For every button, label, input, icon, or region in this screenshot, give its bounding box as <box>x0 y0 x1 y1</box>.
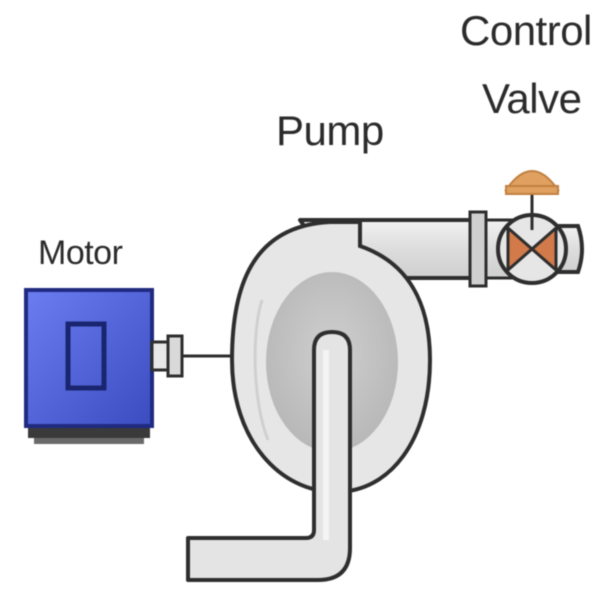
control-valve-icon <box>496 170 568 285</box>
motor-label: Motor <box>38 234 123 272</box>
suction-pipe <box>186 330 352 582</box>
motor-coupling-cap <box>166 334 184 378</box>
motor-body <box>24 288 154 428</box>
valve-actuator-icon <box>504 170 560 195</box>
motor-base-shadow <box>34 438 144 444</box>
control-valve-label-line1: Control <box>460 7 592 54</box>
control-valve-label-line2: Valve <box>482 75 582 122</box>
pump-label: Pump <box>276 107 384 154</box>
valve-bowtie <box>506 226 558 272</box>
motor-window <box>65 321 107 391</box>
pipe-flange <box>468 210 488 288</box>
motor-icon <box>24 288 234 444</box>
